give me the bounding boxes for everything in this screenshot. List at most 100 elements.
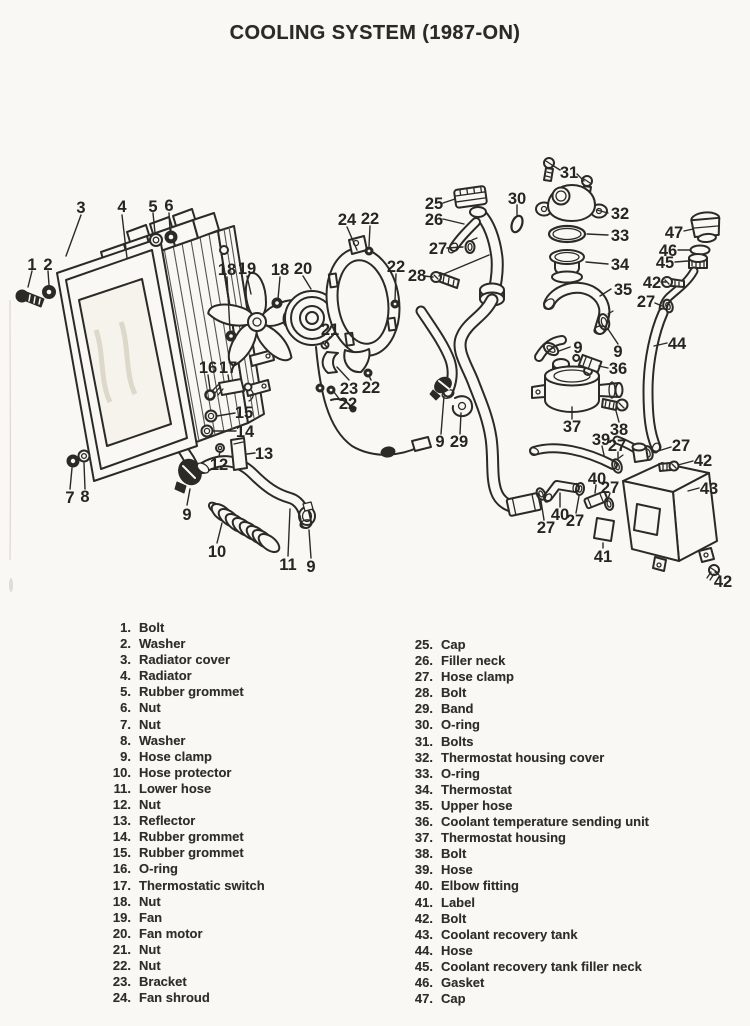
part-label: Hose clamp	[441, 669, 514, 685]
scan-artifacts	[9, 299, 13, 592]
parts-list-item: 7. Nut	[95, 717, 265, 733]
callout-9: 9	[435, 433, 444, 451]
part-label: Bolt	[441, 910, 467, 926]
callout-30: 30	[508, 190, 526, 208]
part-label: Elbow fitting	[441, 878, 519, 894]
callout-16: 16	[199, 359, 217, 377]
callout-33: 33	[611, 227, 629, 245]
parts-list-item: 4.Radiator	[95, 668, 265, 684]
part-label: O-ring	[441, 717, 480, 733]
parts-list-item: 33.O-ring	[397, 766, 649, 782]
part-number: 6.	[120, 700, 131, 716]
parts-list-item: 41. Label	[397, 895, 649, 911]
part-label: Label	[441, 894, 475, 910]
part-label: Coolant recovery tank filler neck	[441, 958, 642, 974]
part-number: 47.	[414, 991, 433, 1007]
callout-9: 9	[306, 558, 315, 576]
part-number: 41.	[414, 894, 433, 910]
callout-19: 19	[238, 260, 256, 278]
parts-list-item: 39.Hose	[397, 862, 649, 878]
callout-3: 3	[76, 199, 85, 217]
part-label: Rubber grommet	[139, 845, 244, 861]
callout-42: 42	[694, 452, 712, 470]
callout-22: 22	[339, 395, 357, 413]
thermostat-34	[549, 249, 585, 284]
part-number: 33.	[414, 765, 433, 781]
parts-list-item: 25.Cap	[397, 637, 649, 653]
part-number: 46.	[414, 974, 433, 990]
parts-list-item: 9.Hose clamp	[95, 749, 265, 765]
callout-31: 31	[560, 164, 578, 182]
part-label: Nut	[139, 941, 161, 957]
callout-18: 18	[218, 261, 236, 279]
leader-lines	[27, 164, 720, 576]
parts-list-item: 23.Bracket	[95, 974, 265, 990]
callout-2: 2	[43, 256, 52, 274]
part-label: Fan	[139, 909, 163, 925]
part-label: Filler neck	[441, 653, 506, 669]
callout-8: 8	[80, 488, 89, 506]
parts-list-item: 29.Band	[397, 701, 649, 717]
part-number: 34.	[414, 781, 433, 797]
part-label: Nut	[139, 716, 161, 732]
part-number: 19.	[112, 909, 131, 925]
part-label: Rubber grommet	[139, 829, 244, 845]
callout-23: 23	[340, 380, 358, 398]
nut-18-left	[225, 330, 237, 342]
page-title: COOLING SYSTEM (1987-ON)	[229, 22, 521, 44]
part-number: 14.	[112, 829, 131, 845]
bolt-42-tank-top	[658, 460, 680, 472]
part-number: 4.	[120, 668, 131, 684]
part-number: 39.	[414, 862, 433, 878]
callout-27: 27	[672, 437, 690, 455]
parts-list-item: 44.Hose	[397, 943, 649, 959]
part-label: Bolts	[441, 733, 474, 749]
callout-9: 9	[573, 339, 582, 357]
parts-list-item: 17.Thermostatic switch	[95, 878, 265, 894]
parts-list-item: 26.Filler neck	[397, 653, 649, 669]
callout-43: 43	[700, 480, 718, 498]
part-number: 1.	[120, 620, 131, 635]
part-number: 45.	[414, 958, 433, 974]
callout-39: 39	[592, 431, 610, 449]
part-label: Coolant temperature sending unit	[441, 814, 650, 830]
filler-cap-25	[453, 185, 488, 209]
fan-motor-harness	[315, 346, 432, 458]
callout-9: 9	[182, 506, 191, 524]
part-number: 7.	[120, 716, 131, 732]
hose-44	[642, 307, 669, 454]
filler-neck-26	[447, 206, 505, 307]
callout-47: 47	[665, 224, 683, 242]
part-number: 13.	[112, 813, 131, 829]
fan-motor	[282, 290, 342, 346]
parts-list-item: 30.O-ring	[397, 717, 649, 733]
part-label: Cap	[441, 637, 466, 652]
callout-5: 5	[148, 198, 157, 216]
parts-list-item: 2.Washer	[95, 636, 265, 652]
bracket-23	[321, 351, 339, 374]
callout-15: 15	[235, 404, 253, 422]
callout-27: 27	[637, 293, 655, 311]
part-label: Fan motor	[139, 925, 203, 941]
hose-clamp-27-pipe	[603, 497, 615, 511]
part-label: Nut	[139, 797, 161, 813]
part-number: 11.	[113, 780, 131, 796]
callout-44: 44	[668, 335, 687, 353]
nut-6	[164, 230, 178, 244]
callout-10: 10	[208, 543, 226, 561]
part-label: Bracket	[139, 974, 187, 990]
part-number: 3.	[120, 652, 131, 668]
elbow-fitting-40-left	[543, 480, 580, 503]
callout-14: 14	[236, 423, 255, 441]
coolant-recovery-tank	[622, 442, 718, 572]
callout-42: 42	[643, 274, 661, 292]
nut-12	[215, 443, 225, 453]
part-number: 43.	[414, 926, 433, 942]
parts-list-item: 13.Reflector	[95, 813, 265, 829]
callout-36: 36	[609, 360, 627, 378]
bolt-38	[601, 398, 629, 412]
parts-list-item: 47.Cap	[397, 991, 649, 1007]
grommet-15	[204, 409, 218, 423]
label-41	[593, 517, 615, 542]
parts-list-item: 19. Fan	[95, 910, 265, 926]
